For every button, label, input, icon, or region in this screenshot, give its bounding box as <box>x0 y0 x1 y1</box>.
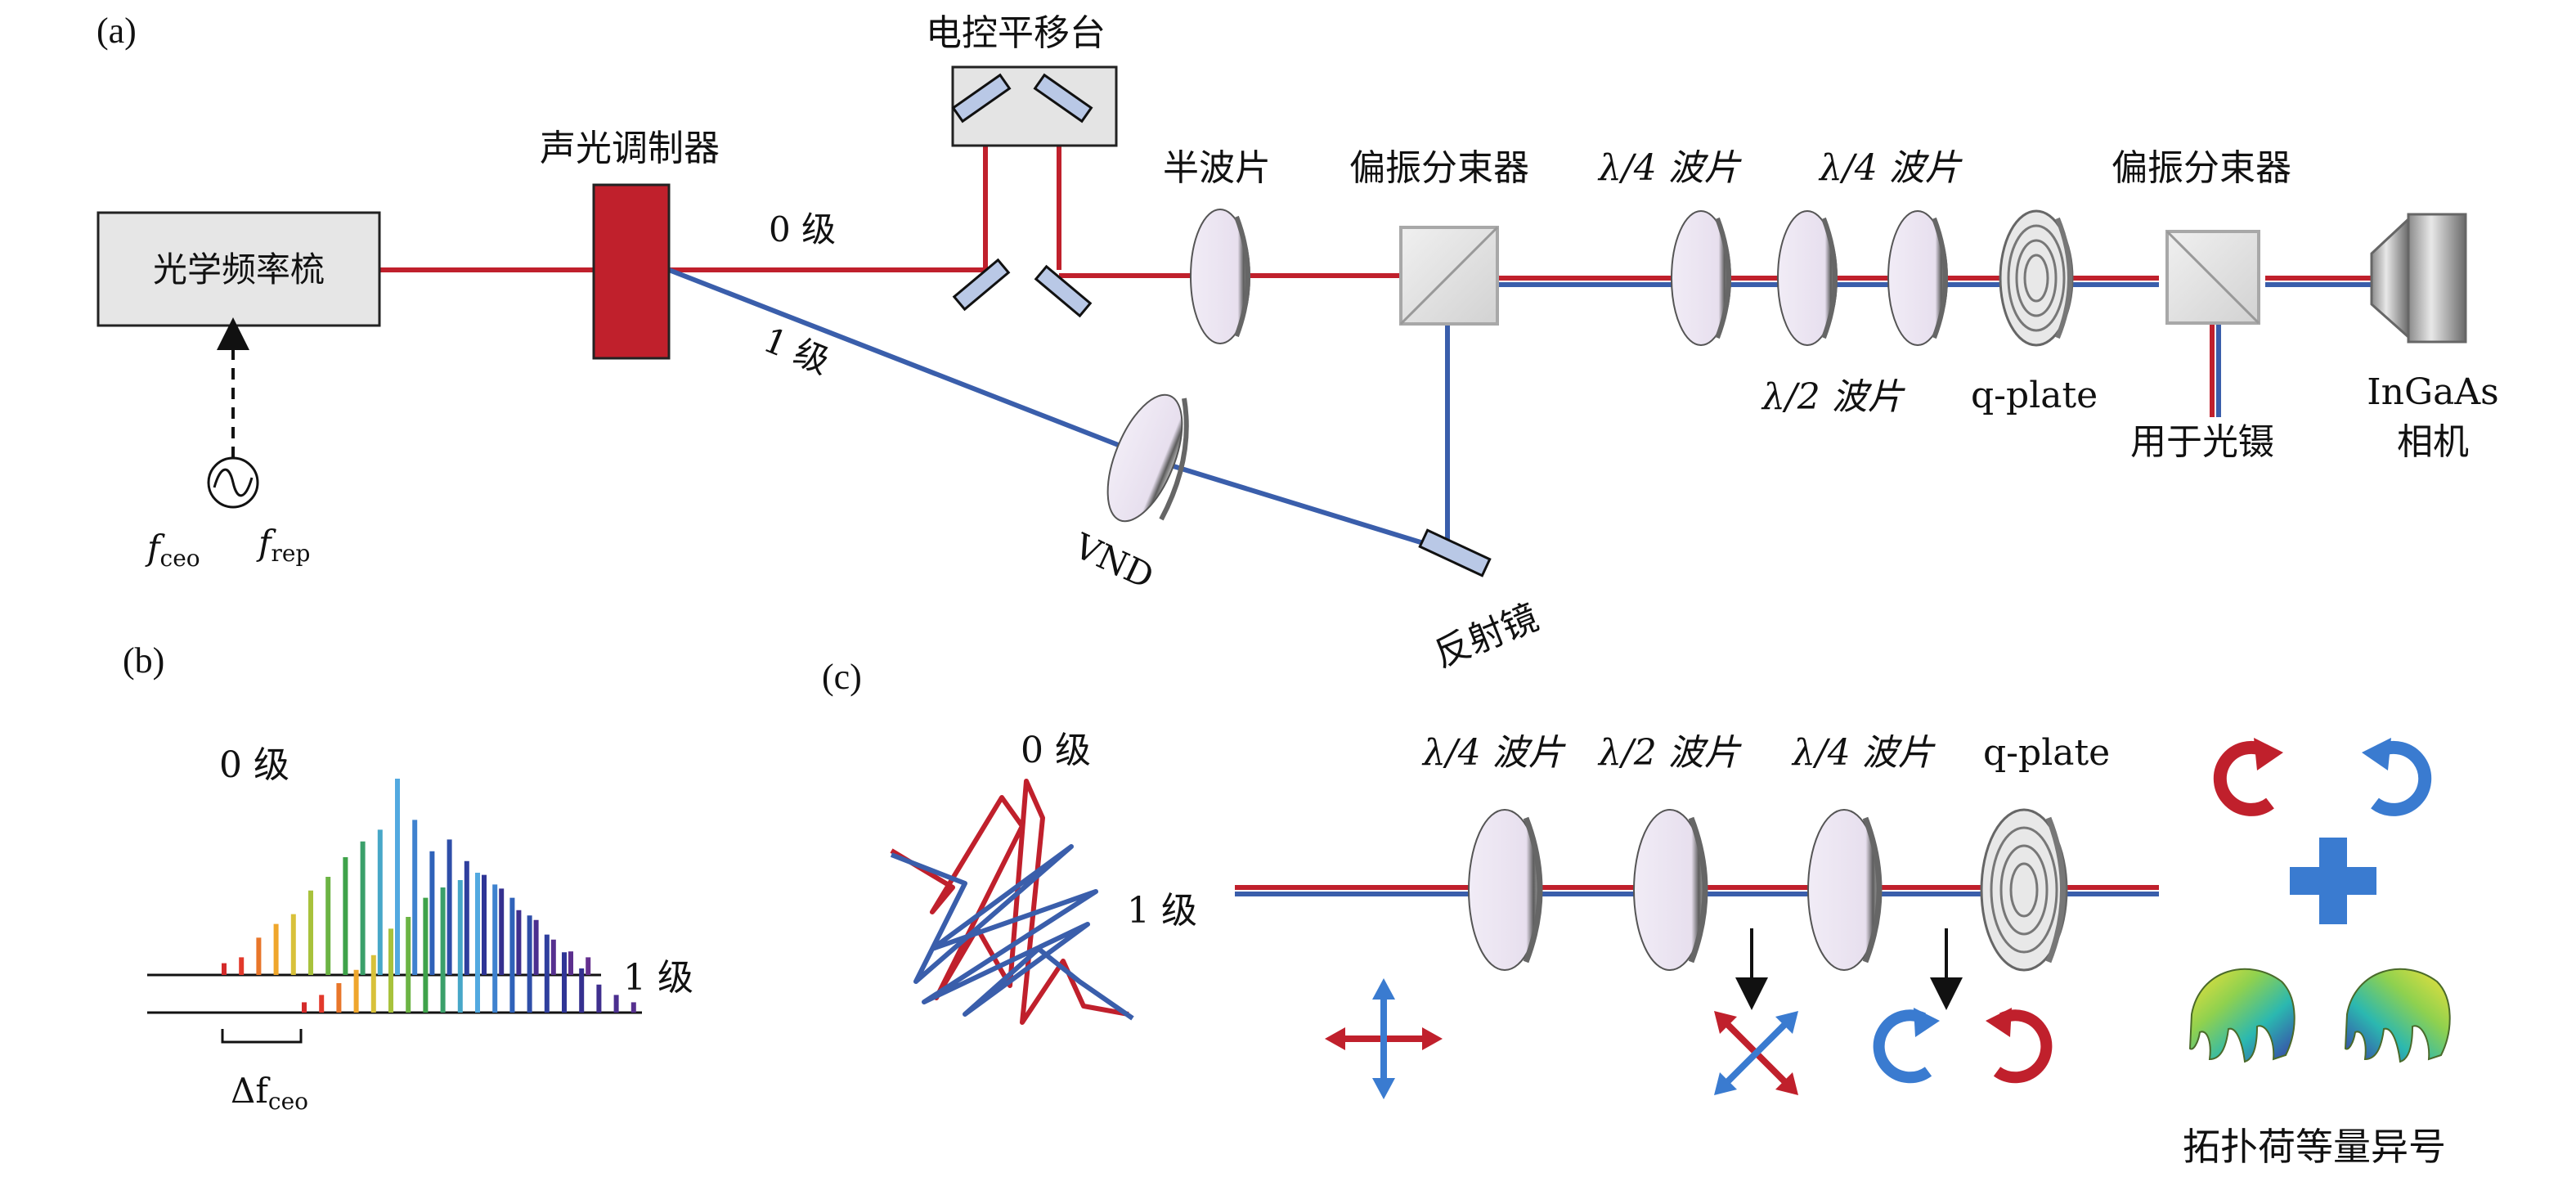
order1-label-b: 1 级 <box>623 957 693 999</box>
panel-b-label: (b) <box>123 640 164 681</box>
order0-label-c: 0 级 <box>1021 730 1091 771</box>
mirror-label: 反射镜 <box>1429 596 1544 676</box>
vnd-filter <box>1106 393 1189 523</box>
vortex-beam-icon-left <box>2188 968 2296 1063</box>
fceo-label: fceo <box>145 528 200 572</box>
half-label-c: λ/2 波片 <box>1597 732 1743 774</box>
delay-mirror-left <box>952 258 1011 312</box>
panel-a-label: (a) <box>96 11 137 51</box>
half-wave-label-a: 半波片 <box>1163 147 1271 189</box>
camera-label-line2: 相机 <box>2397 421 2469 463</box>
tweezers-label: 用于光镊 <box>2130 421 2274 463</box>
circular-polarization-red-icon <box>1986 1008 2053 1084</box>
q-plate-a <box>1999 209 2074 347</box>
comb-lines-upper <box>222 779 591 975</box>
reflect-mirror <box>1418 528 1492 577</box>
qplate-label-a: q-plate <box>1971 375 2098 416</box>
linear-polarization-hv-icon <box>1325 978 1443 1099</box>
comb-lines-lower <box>302 873 636 1013</box>
stage-label: 电控平移台 <box>926 12 1106 54</box>
rf-oscillator-icon <box>207 456 259 509</box>
half-wave-plate-a2 <box>1777 210 1838 346</box>
pbs2-cube <box>2165 230 2260 325</box>
aom-block <box>592 183 671 360</box>
frep-label: frep <box>256 523 310 567</box>
pbs2-label: 偏振分束器 <box>2112 147 2291 189</box>
pbs1-label: 偏振分束器 <box>1349 147 1529 189</box>
half2-label-a: λ/2 波片 <box>1761 376 1906 418</box>
qplate-label-c: q-plate <box>1983 732 2110 774</box>
optical-comb-box <box>96 211 381 327</box>
vnd-label: VND <box>1067 525 1160 596</box>
circular-polarization-blue-icon <box>1873 1008 1940 1084</box>
camera-label-line1: InGaAs <box>2367 371 2498 413</box>
order0-label-a: 0 级 <box>769 209 836 249</box>
quarter2-label-a: λ/4 波片 <box>1818 147 1963 189</box>
aom-label: 声光调制器 <box>540 128 720 169</box>
quarter-wave-plate-c2 <box>1807 809 1883 971</box>
quarter2-label-c: λ/4 波片 <box>1791 732 1936 774</box>
ingaas-camera-icon <box>2370 213 2467 344</box>
optical-comb-label: 光学频率梳 <box>153 249 325 290</box>
quarter-wave-plate-a1 <box>1671 210 1731 346</box>
order0-label-b: 0 级 <box>219 744 289 786</box>
delay-mirror-right <box>1034 264 1093 318</box>
order1-label-c: 1 级 <box>1127 890 1197 932</box>
stage-mirror-right <box>1033 73 1093 124</box>
delta-fceo-label: Δfceo <box>231 1071 308 1115</box>
stage-mirror-left <box>951 73 1012 124</box>
caption-c: 拓扑荷等量异号 <box>2183 1125 2446 1169</box>
delta-fceo-bracket <box>221 1029 303 1044</box>
quarter-wave-plate-a2 <box>1887 210 1948 346</box>
linear-polarization-diagonal-icon <box>1714 1011 1798 1095</box>
wave-pattern-icon <box>890 779 1134 1025</box>
circular-arrow-blue-top-icon <box>2362 738 2432 816</box>
half-wave-plate-a <box>1190 209 1250 344</box>
vortex-beam-icon-right <box>2344 968 2451 1063</box>
quarter1-label-a: λ/4 波片 <box>1597 147 1743 189</box>
quarter1-label-c: λ/4 波片 <box>1421 732 1567 774</box>
quarter-wave-plate-c1 <box>1468 809 1543 971</box>
plus-icon <box>2290 838 2376 924</box>
circular-arrow-red-top-icon <box>2213 738 2283 816</box>
q-plate-c <box>1980 808 2068 972</box>
panel-c-label: (c) <box>822 657 862 697</box>
half-wave-plate-c <box>1633 809 1708 971</box>
pbs1-cube <box>1399 226 1499 326</box>
